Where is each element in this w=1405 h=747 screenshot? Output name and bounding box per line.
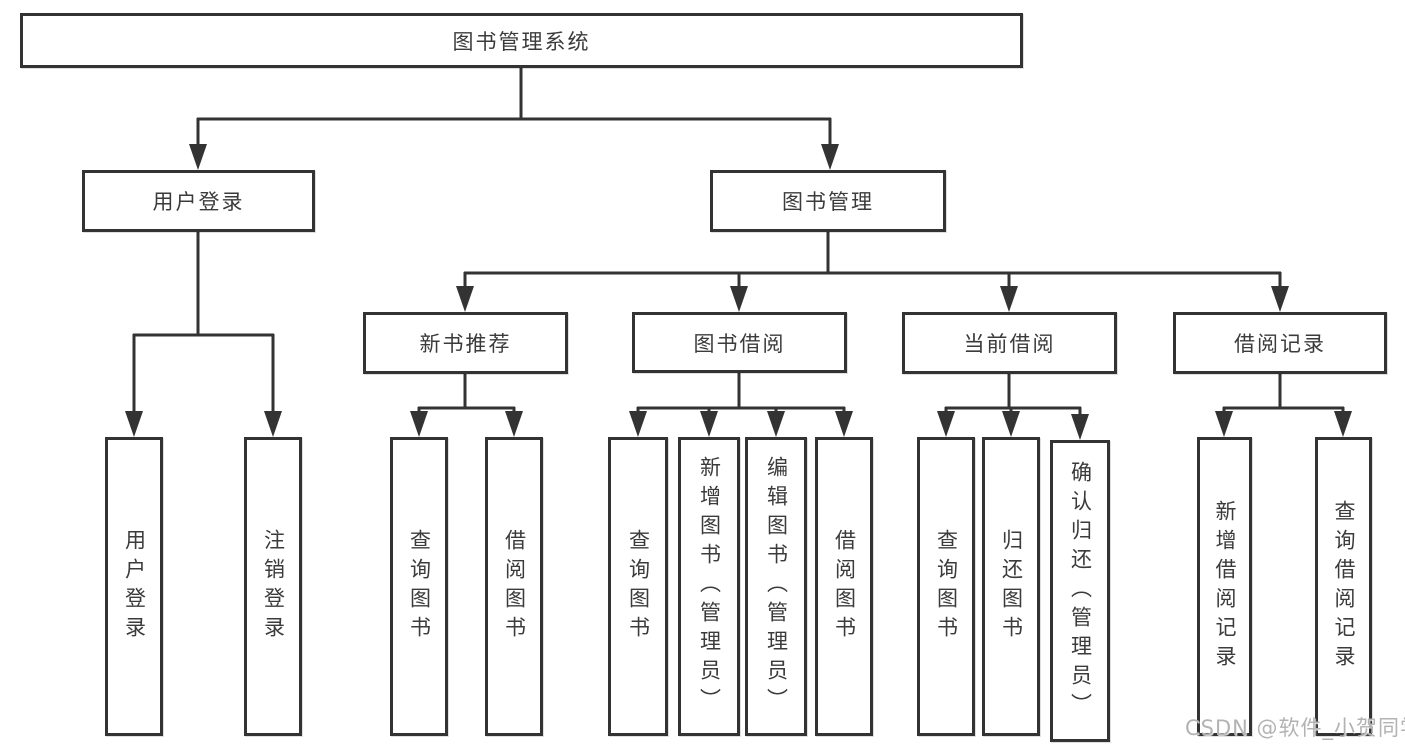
arrowhead-icon bbox=[821, 144, 839, 170]
leaf-query-books-borrow: 查询图书 bbox=[608, 437, 668, 736]
leaf-user-login: 用户登录 bbox=[105, 437, 163, 736]
leaf-query-books-recommend: 查询图书 bbox=[390, 437, 448, 736]
leaf-add-books-admin: 新增图书（管理员） bbox=[678, 437, 740, 736]
leaf-borrow-books: 借阅图书 bbox=[815, 437, 873, 736]
arrowhead-icon bbox=[835, 411, 853, 437]
connector-book-borrowing bbox=[629, 373, 853, 437]
connector-book-management bbox=[456, 232, 1289, 312]
arrowhead-icon bbox=[767, 411, 785, 437]
arrowhead-icon bbox=[505, 411, 523, 437]
leaf-logout: 注销登录 bbox=[244, 437, 302, 736]
leaf-edit-books-admin: 编辑图书（管理员） bbox=[745, 437, 807, 736]
leaf-query-books-current: 查询图书 bbox=[917, 437, 975, 736]
node-current-borrowing: 当前借阅 bbox=[902, 312, 1117, 374]
arrowhead-icon bbox=[937, 411, 955, 437]
node-root-system: 图书管理系统 bbox=[20, 13, 1023, 68]
leaf-add-borrow-record: 新增借阅记录 bbox=[1197, 437, 1252, 736]
node-user-login: 用户登录 bbox=[82, 170, 315, 232]
arrowhead-icon bbox=[1334, 411, 1352, 437]
arrowhead-icon bbox=[410, 411, 428, 437]
connector-user-login bbox=[125, 232, 282, 437]
arrowhead-icon bbox=[1002, 411, 1020, 437]
leaf-confirm-return-admin: 确认归还（管理员） bbox=[1050, 440, 1110, 742]
arrowhead-icon bbox=[125, 411, 143, 437]
leaf-borrow-books-recommend: 借阅图书 bbox=[485, 437, 543, 736]
csdn-watermark: CSDN @软件_小贺同学 bbox=[1185, 716, 1405, 740]
connector-new-book-recommendation bbox=[410, 374, 523, 437]
connector-current-borrowing bbox=[937, 374, 1089, 440]
connector-root bbox=[189, 68, 839, 170]
arrowhead-icon bbox=[189, 144, 207, 170]
node-new-book-recommendation: 新书推荐 bbox=[363, 312, 568, 374]
arrowhead-icon bbox=[1215, 411, 1233, 437]
node-book-management: 图书管理 bbox=[710, 170, 946, 232]
arrowhead-icon bbox=[456, 286, 474, 312]
arrowhead-icon bbox=[1000, 286, 1018, 312]
arrowhead-icon bbox=[730, 286, 748, 312]
node-borrowing-records: 借阅记录 bbox=[1173, 312, 1387, 374]
arrowhead-icon bbox=[700, 411, 718, 437]
connector-borrowing-records bbox=[1215, 374, 1352, 437]
node-book-borrowing: 图书借阅 bbox=[632, 312, 847, 373]
leaf-return-books: 归还图书 bbox=[982, 437, 1040, 736]
arrowhead-icon bbox=[1271, 286, 1289, 312]
leaf-query-borrow-record: 查询借阅记录 bbox=[1315, 437, 1372, 736]
arrowhead-icon bbox=[629, 411, 647, 437]
arrowhead-icon bbox=[1071, 414, 1089, 440]
arrowhead-icon bbox=[264, 411, 282, 437]
